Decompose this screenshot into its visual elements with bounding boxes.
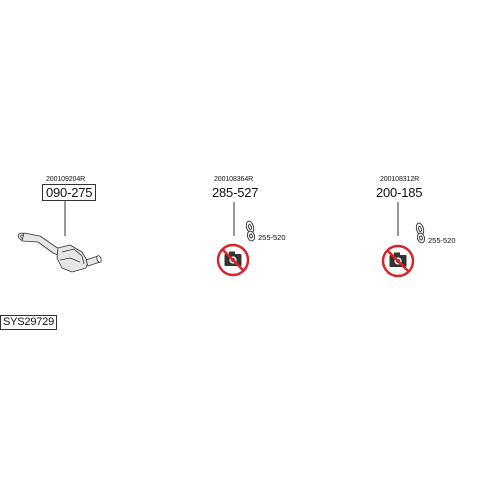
catalytic-converter-pipe-icon[interactable] (17, 231, 102, 273)
component-1-part-number[interactable]: 090-275 (42, 184, 97, 201)
component-3-ref-code: 200108312R (380, 176, 420, 183)
component-2-ref-code: 200108364R (214, 176, 254, 183)
rubber-mount-icon[interactable] (245, 220, 256, 242)
rubber-mount-icon[interactable] (415, 222, 426, 244)
component-2-accessory-number[interactable]: 255-520 (258, 233, 286, 242)
component-3-accessory-number[interactable]: 255-520 (428, 236, 456, 245)
component-3-part-number[interactable]: 200-185 (376, 185, 423, 200)
component-1-ref-code: 200109204R (46, 176, 86, 183)
system-id-label: SYS29729 (0, 315, 57, 330)
component-2-part-number[interactable]: 285-527 (212, 185, 259, 200)
no-photo-icon (381, 244, 415, 278)
no-photo-icon (216, 243, 250, 277)
